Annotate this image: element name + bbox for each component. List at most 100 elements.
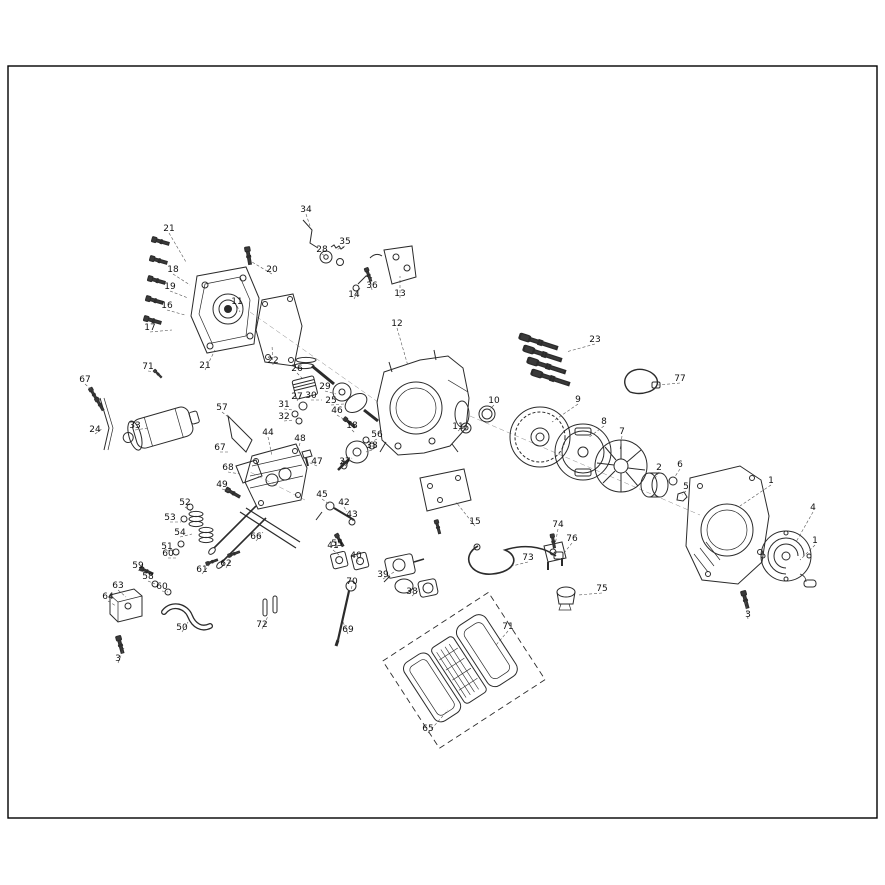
bottom-plate [419, 468, 472, 535]
leader-line-74 [554, 528, 559, 546]
part-number-60: 60 [156, 582, 168, 592]
part-number-1: 1 [768, 476, 774, 486]
leader-line-14 [353, 287, 361, 300]
cylinder-block [376, 349, 470, 456]
part-number-42: 42 [338, 498, 349, 508]
leader-line-4 [795, 511, 814, 543]
part-number-34: 34 [300, 205, 312, 215]
leader-line-77 [657, 382, 681, 386]
part-number-72: 72 [256, 620, 267, 630]
leader-line-71 [495, 630, 509, 646]
leader-line-61 [201, 563, 211, 575]
leader-line-71 [147, 370, 157, 373]
part-number-65: 65 [422, 724, 433, 734]
leader-line-22 [271, 344, 274, 366]
part-number-39: 39 [377, 570, 389, 580]
part-number-4: 4 [810, 503, 816, 513]
part-number-43: 43 [346, 510, 357, 520]
part-number-77: 77 [674, 374, 685, 384]
part-number-51: 51 [161, 542, 172, 552]
oil-sensor [556, 586, 576, 611]
part-number-74: 74 [552, 520, 564, 530]
part-number-13: 13 [394, 289, 405, 299]
bracket-assembly [352, 245, 417, 292]
switch-box [109, 565, 172, 655]
leader-line-63 [117, 589, 127, 598]
cover-gasket [255, 293, 303, 367]
part-number-75: 75 [596, 584, 607, 594]
long-bolts [517, 331, 571, 388]
leader-line-35 [335, 245, 346, 251]
leader-line-5 [681, 490, 687, 496]
leader-line-51 [166, 548, 178, 552]
part-number-21: 21 [199, 361, 210, 371]
insulator-gaskets [330, 550, 370, 571]
part-number-68: 68 [222, 463, 234, 473]
leader-line-69 [342, 621, 349, 635]
leader-line-29 [324, 390, 337, 395]
part-number-63: 63 [112, 581, 123, 591]
diagram-border [7, 65, 878, 819]
leader-line-54 [179, 533, 193, 538]
valve-train [172, 503, 301, 569]
part-number-57: 57 [216, 403, 227, 413]
part-number-46: 46 [331, 406, 343, 416]
leader-line-7 [619, 435, 623, 451]
part-number-45: 45 [316, 490, 327, 500]
part-number-35: 35 [339, 237, 350, 247]
leader-line-27 [296, 391, 303, 402]
leader-line-64 [107, 600, 117, 607]
leader-line-42 [343, 506, 348, 513]
leader-line-43 [351, 518, 354, 522]
part-number-66: 66 [250, 532, 262, 542]
part-number-11: 11 [231, 297, 242, 307]
part-number-14: 14 [348, 290, 360, 300]
leader-line-15 [455, 501, 476, 527]
stop-wire [624, 368, 661, 395]
leader-line-1 [799, 544, 816, 561]
part-number-21: 21 [163, 224, 174, 234]
leader-line-41 [332, 549, 340, 556]
leader-line-66 [255, 531, 264, 542]
axis-line [249, 311, 379, 403]
key-ring [460, 405, 496, 434]
leader-line-26 [296, 372, 303, 379]
part-number-49: 49 [216, 480, 228, 490]
leader-line-1 [739, 484, 772, 507]
part-number-48: 48 [294, 434, 306, 444]
rotor [554, 423, 612, 481]
leader-line-16 [166, 309, 186, 316]
dowel-pins [262, 595, 278, 617]
part-number-37: 37 [339, 457, 350, 467]
part-number-19: 19 [164, 282, 176, 292]
leader-line-18 [351, 429, 356, 434]
leader-line-37 [344, 457, 353, 467]
part-number-8: 8 [601, 417, 607, 427]
part-number-12: 12 [391, 319, 402, 329]
part-number-50: 50 [176, 623, 188, 633]
leader-line-59 [137, 569, 147, 574]
leader-line-20 [251, 261, 273, 275]
part-number-23: 23 [589, 335, 600, 345]
crankcase-cover [190, 266, 260, 354]
leader-line-34 [305, 213, 311, 227]
leader-line-40 [355, 559, 361, 563]
part-number-36: 36 [366, 281, 378, 291]
part-number-52: 52 [179, 498, 190, 508]
dipstick [334, 580, 357, 647]
leader-line-65 [427, 709, 449, 734]
part-number-22: 22 [267, 356, 278, 366]
part-number-6: 6 [677, 460, 683, 470]
part-number-10: 10 [488, 396, 500, 406]
part-number-18: 18 [346, 421, 358, 431]
leader-line-60 [161, 590, 169, 593]
part-number-1: 1 [812, 536, 818, 546]
part-number-67: 67 [79, 375, 90, 385]
part-number-62: 62 [220, 559, 231, 569]
part-number-44: 44 [262, 428, 274, 438]
carburetor [383, 553, 439, 598]
piston-assembly [291, 356, 318, 425]
part-number-20: 20 [266, 265, 278, 275]
part-number-3: 3 [745, 610, 751, 620]
